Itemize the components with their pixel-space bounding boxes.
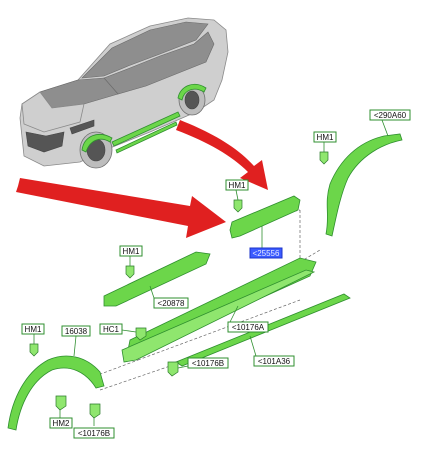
svg-text:<290A60: <290A60 (374, 111, 407, 120)
svg-text:16038: 16038 (65, 327, 88, 336)
sill-upper-panel (229, 195, 301, 239)
clip-hm1-mid (233, 199, 243, 213)
svg-text:HC1: HC1 (103, 325, 120, 334)
callout-10176a: <10176A (227, 321, 269, 333)
arrow-to-sill-panel (16, 178, 226, 238)
car-illustration (19, 17, 229, 169)
clip-hm2 (55, 395, 67, 411)
svg-text:HM1: HM1 (317, 133, 334, 142)
callout-10176b-bottom: <10176B (73, 427, 115, 439)
callout-hm1-left: HM1 (119, 245, 143, 257)
clip-hm1-top (319, 151, 329, 165)
callout-16038: 16038 (61, 325, 91, 337)
clip-hm1-left (125, 265, 135, 279)
callout-hm2: HM2 (49, 417, 73, 429)
clip-hm1-bottom (29, 343, 39, 357)
svg-text:HM2: HM2 (53, 419, 70, 428)
front-wheel-arch-moulding (7, 355, 105, 431)
svg-text:<101A36: <101A36 (258, 357, 291, 366)
svg-text:HM1: HM1 (229, 181, 246, 190)
svg-text:HM1: HM1 (25, 325, 42, 334)
door-lower-moulding (103, 251, 211, 307)
clip-10176b-bottom (89, 403, 101, 419)
svg-text:<10176B: <10176B (192, 359, 224, 368)
callout-101a36: <101A36 (253, 355, 295, 367)
rear-wheel-arch-moulding (325, 133, 403, 237)
callout-20878: <20878 (153, 297, 189, 309)
callout-25556: <25556 (249, 247, 283, 259)
leader-lines (33, 119, 389, 426)
callout-10176b-mid: <10176B (187, 357, 229, 369)
callout-hm1-top: HM1 (313, 131, 337, 143)
svg-text:<25556: <25556 (253, 249, 280, 258)
svg-text:<20878: <20878 (158, 299, 185, 308)
rocker-panel-lower (121, 269, 316, 363)
callout-hc1: HC1 (99, 323, 123, 335)
callout-hm1-mid: HM1 (225, 179, 249, 191)
callout-hm1-bottom: HM1 (21, 323, 45, 335)
arrow-car-to-parts (176, 120, 268, 190)
callout-290a60: <290A60 (369, 109, 411, 121)
svg-text:HM1: HM1 (123, 247, 140, 256)
clip-10176b-mid (167, 361, 179, 377)
svg-text:<10176B: <10176B (78, 429, 110, 438)
clip-hc1 (135, 327, 147, 341)
svg-text:<10176A: <10176A (232, 323, 265, 332)
